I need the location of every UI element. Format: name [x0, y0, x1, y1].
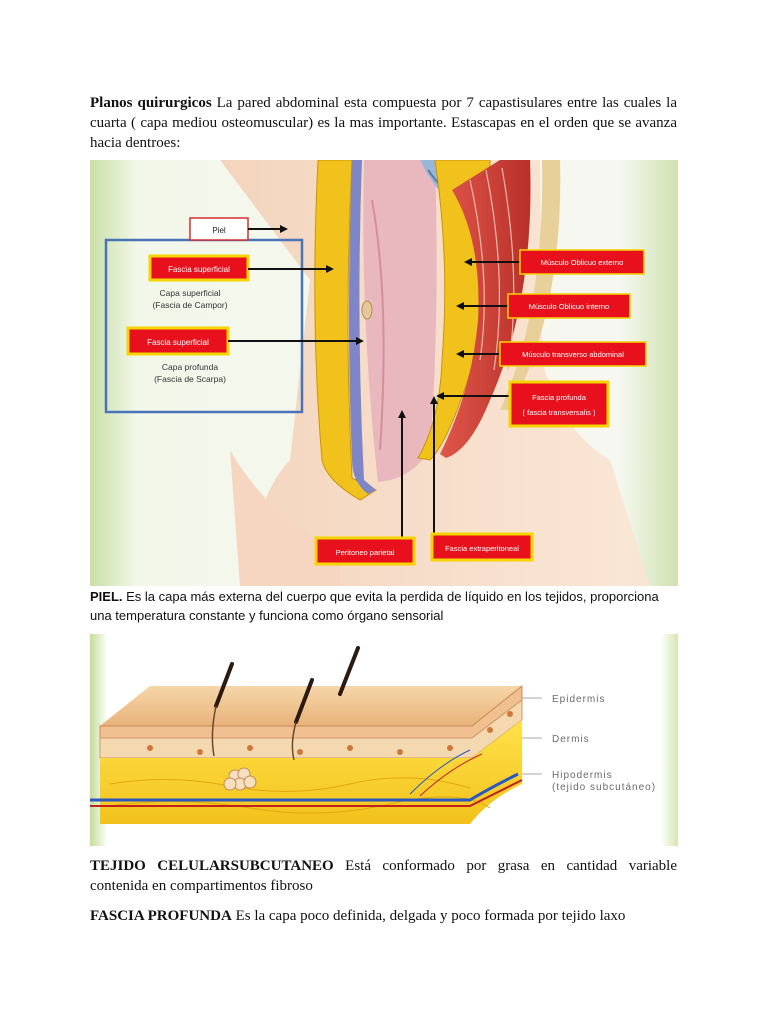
intro-paragraph: Planos quirurgicos La pared abdominal es… [90, 93, 677, 153]
label-box-extraperitoneal [430, 532, 534, 562]
label-transverso: Músculo transverso abdominal [522, 350, 624, 359]
intro-heading: Planos quirurgicos [90, 95, 212, 111]
label-fascia-scarpa: (Fascia de Scarpa) [154, 374, 226, 384]
label-fascia-profunda: Fascia profunda [532, 393, 587, 402]
label-epidermis: Epidermis [552, 694, 605, 705]
label-fascia-superficial-1: Fascia superficial [168, 265, 230, 274]
label-box-oblicuo-interno [507, 293, 631, 319]
fascia-text: Es la capa poco definida, delgada y poco… [231, 908, 626, 924]
label-box-fascia-superficial-1 [148, 254, 250, 282]
skin-layers-figure: Epidermis Dermis Hipodermis (tejido subc… [90, 634, 678, 846]
tejido-heading: TEJIDO CELULARSUBCUTANEO [90, 858, 334, 874]
label-fascia-superficial-2: Fascia superficial [147, 338, 209, 347]
label-piel: Piel [212, 226, 226, 235]
label-peritoneo: Peritoneo parietal [336, 548, 395, 557]
label-box-fascia-profunda [508, 380, 610, 428]
label-box-peritoneo [314, 536, 416, 566]
label-tejido-subcutaneo: (tejido subcutáneo) [552, 782, 656, 793]
abdominal-wall-illustration: Piel Fascia superficial Capa superficial… [90, 159, 678, 586]
label-oblicuo-externo: Músculo Oblicuo externo [541, 258, 624, 267]
tejido-text: Está conformado por grasa en cantidad va… [90, 858, 678, 894]
intro-text: La pared abdominal esta compuesta por 7 … [90, 95, 677, 151]
label-capa-superficial: Capa superficial [160, 288, 221, 298]
piel-text: Es la capa más externa del cuerpo que ev… [90, 589, 659, 623]
label-hipodermis: Hipodermis [552, 770, 613, 781]
label-box-oblicuo-externo [519, 249, 645, 275]
label-fascia-camper: (Fascia de Campor) [152, 300, 227, 310]
fascia-paragraph: FASCIA PROFUNDA Es la capa poco definida… [90, 906, 677, 926]
abdominal-wall-figure: Piel Fascia superficial Capa superficial… [90, 159, 678, 586]
fascia-heading: FASCIA PROFUNDA [90, 908, 232, 924]
label-capa-profunda: Capa profunda [162, 362, 219, 372]
piel-heading: PIEL. [90, 589, 123, 604]
label-oblicuo-interno: Músculo Oblicuo interno [529, 302, 609, 311]
skin-layers-illustration: Epidermis Dermis Hipodermis (tejido subc… [90, 634, 678, 846]
label-box-transverso [499, 341, 647, 367]
label-extraperitoneal: Fascia extraperitoneal [445, 544, 519, 553]
piel-paragraph: PIEL. Es la capa más externa del cuerpo … [90, 587, 677, 625]
label-dermis: Dermis [552, 734, 590, 745]
label-fascia-transversalis: ( fascia transversalis ) [523, 408, 596, 417]
tejido-paragraph: TEJIDO CELULARSUBCUTANEO Está conformado… [90, 856, 677, 896]
